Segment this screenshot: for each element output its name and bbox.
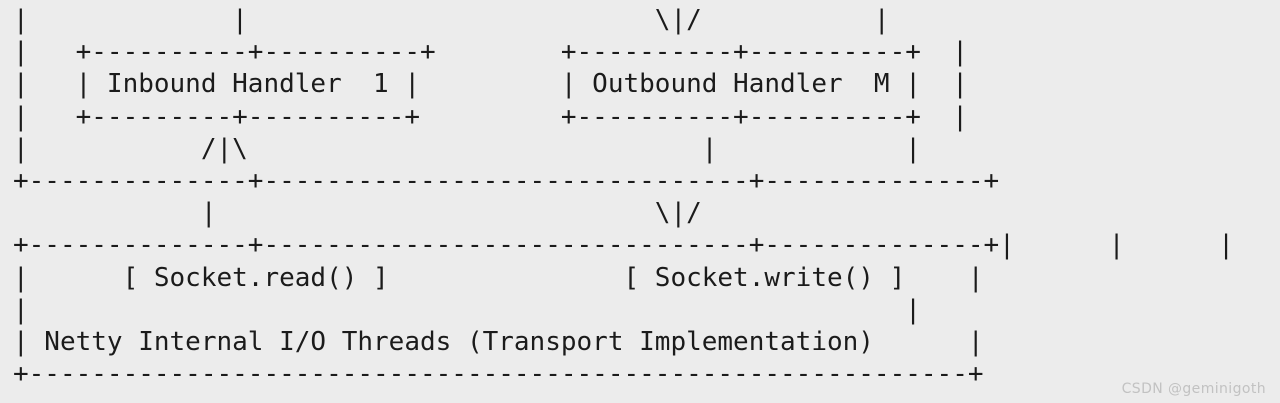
watermark: CSDN @geminigoth xyxy=(1121,381,1266,397)
